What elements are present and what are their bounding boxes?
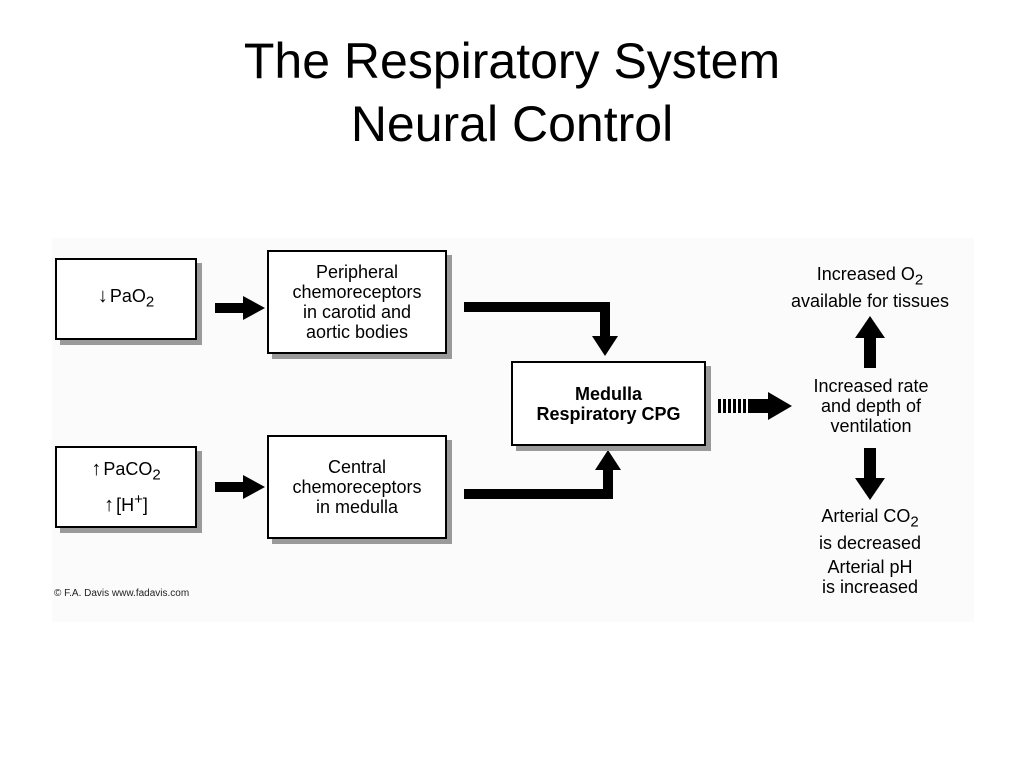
peripheral-line-3: in carotid and [302,302,412,322]
arterial-ph-line-2: is increased [821,576,919,597]
pao2-label: PaO [109,285,146,306]
h-ion-label: [H [116,494,135,515]
arterial-effects-text: Arterial CO2 is decreased Arterial pH is… [778,506,962,597]
ventilation-line-3: ventilation [830,416,912,436]
central-chemoreceptors-box: Central chemoreceptors in medulla [267,435,447,539]
pao2-box: ↓PaO2 [55,258,197,340]
increased-o2-text: Increased O2 available for tissues [765,264,975,311]
medulla-line-2: Respiratory CPG [536,403,681,424]
peripheral-chemoreceptors-box: Peripheral chemoreceptors in carotid and… [267,250,447,354]
arterial-ph-line-1: Arterial pH [827,556,913,577]
paco2-subscript: 2 [152,466,161,484]
medulla-line-1: Medulla [574,383,642,404]
h-ion-close-bracket: ] [142,494,148,515]
o2-subscript: 2 [914,271,924,289]
up-arrow-icon: ↑ [91,458,102,481]
diagram-arrows [215,296,885,500]
arterial-co2-label: Arterial CO [821,506,911,526]
down-arrow-icon: ↓ [97,284,108,307]
pao2-subscript: 2 [145,293,155,311]
dashed-arrow-medulla-to-ventilation [718,392,792,420]
central-line-3: in medulla [315,497,399,517]
central-line-2: chemoreceptors [292,477,422,497]
medulla-cpg-box: Medulla Respiratory CPG [511,361,706,446]
ventilation-line-1: Increased rate [813,376,929,396]
peripheral-line-2: chemoreceptors [292,282,422,302]
title-line-2: Neural Control [350,96,674,152]
peripheral-line-4: aortic bodies [305,322,409,342]
arterial-co2-line-2: is decreased [818,532,922,553]
central-line-1: Central [327,457,387,477]
arrow-ventilation-to-o2 [855,316,885,368]
arrow-central-to-medulla [464,450,621,499]
co2-subscript: 2 [910,513,919,531]
arrow-peripheral-to-medulla [464,302,618,356]
increased-o2-label: Increased O [816,264,915,284]
paco2-label: PaCO [103,459,153,480]
paco2-h-box: ↑PaCO2 ↑[H+] [55,446,197,528]
peripheral-line-1: Peripheral [315,262,399,282]
title-line-1: The Respiratory System [243,33,781,89]
ventilation-line-2: and depth of [820,396,922,416]
arrow-ventilation-to-arterial [855,448,885,500]
slide-title: The Respiratory System Neural Control [0,30,1024,156]
arrow-paco2-to-central [215,475,265,499]
increased-o2-line-2: available for tissues [790,290,950,311]
up-arrow-icon: ↑ [104,493,115,516]
respiratory-control-diagram: ↓PaO2 Peripheral chemoreceptors in carot… [52,238,974,622]
h-ion-superscript: + [134,490,143,508]
ventilation-text: Increased rate and depth of ventilation [778,376,964,436]
arrow-pao2-to-peripheral [215,296,265,320]
copyright-credit: © F.A. Davis www.fadavis.com [54,588,190,599]
